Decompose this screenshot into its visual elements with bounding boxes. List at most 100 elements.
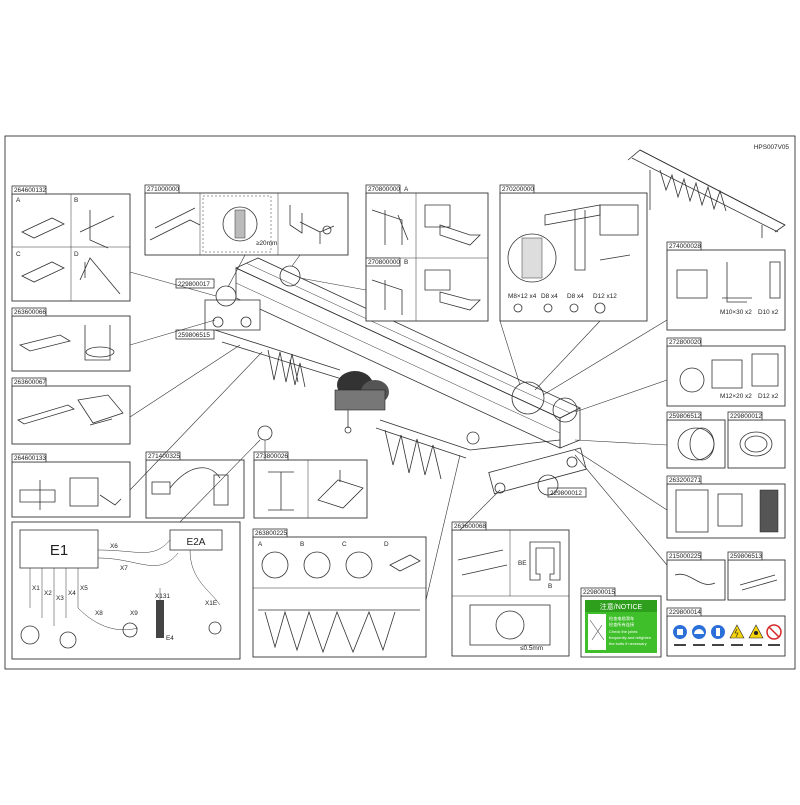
- wire-x5: X5: [80, 585, 88, 592]
- callout-270800000-b: 270800000: [368, 259, 400, 266]
- hw-d8-a: D8 x4: [541, 293, 558, 300]
- label-p1b: B: [300, 541, 304, 548]
- floating-callout-259806515: 259806515: [175, 329, 215, 340]
- panel-215000225: 215000225: [666, 551, 726, 601]
- hw-m8x12: M8×12 x4: [508, 293, 537, 300]
- panel-273800026: 273800026: [253, 451, 368, 519]
- panel-272800020: 272800020 M12×20 x2 D12 x2: [666, 337, 786, 407]
- wire-x3: X3: [56, 595, 64, 602]
- panel-271400325: 271400325: [145, 451, 245, 519]
- dimension-20mm: ≥20mm: [256, 240, 277, 247]
- callout-229800014: 229800014: [669, 609, 701, 616]
- wire-x1e: X1E: [205, 600, 217, 607]
- callout-270800000-b-tag: B: [404, 259, 408, 266]
- panel-259806512: 259806512: [666, 411, 726, 469]
- panel-263600066: 263600066: [11, 307, 131, 372]
- hw-d12: D12 x12: [593, 293, 617, 300]
- hw-d12-b: D12 x2: [758, 393, 779, 400]
- panel-263600068: 263600068 BE B ≤0.5mm: [451, 521, 570, 657]
- wire-x2: X2: [44, 590, 52, 597]
- callout-272800020: 272800020: [669, 339, 701, 346]
- notice-en-1: Check the joints: [609, 629, 637, 634]
- panel-271000000: 271000000 ≥20mm: [144, 184, 349, 256]
- panel-263200271: 263200271: [666, 475, 786, 539]
- callout-264600133: 264600133: [14, 455, 46, 462]
- dimension-05mm: ≤0.5mm: [520, 645, 543, 652]
- label-c: C: [16, 251, 21, 258]
- hw-m12x20: M12×20 x2: [720, 393, 752, 400]
- panel-274000028: 274000028 M10×30 x2 D10 x2: [666, 241, 786, 331]
- callout-259806512: 259806512: [669, 413, 701, 420]
- notice-cn-2: 检查所有连接: [609, 621, 635, 628]
- detail-leaders: [129, 254, 668, 601]
- box-e1-label: E1: [50, 542, 68, 559]
- safety-icons-panel: 229800014: [666, 607, 786, 657]
- wear-helmet-icon: [692, 625, 706, 639]
- svg-text:259806515: 259806515: [178, 332, 210, 339]
- wire-x7: X7: [120, 565, 128, 572]
- callout-263600067: 263600067: [14, 379, 46, 386]
- label-p1a: A: [258, 541, 263, 548]
- callout-270800000-a-tag: A: [404, 186, 409, 193]
- wire-x8: X8: [95, 610, 103, 617]
- wire-x9: X9: [130, 610, 138, 617]
- svg-text:229800017: 229800017: [178, 281, 210, 288]
- svg-text:229800012: 229800012: [550, 490, 582, 497]
- callout-215000225: 215000225: [669, 553, 701, 560]
- callout-229800015: 229800015: [583, 589, 615, 596]
- panel-264600132: 264600132 A B C D: [11, 185, 131, 302]
- notice-en-2: frequently and retighten: [609, 635, 651, 640]
- callout-229800012-a: 229800012: [730, 413, 762, 420]
- wear-gloves-icon: [711, 625, 725, 639]
- crush-hazard-icon: [748, 624, 764, 639]
- label-a: A: [16, 197, 21, 204]
- notice-en-3: the bolts if necessary: [609, 641, 647, 646]
- callout-263600068: 263600068: [454, 523, 486, 530]
- panel-264600133: 264600133: [11, 453, 131, 518]
- main-girder-assembly: [204, 257, 587, 495]
- no-access-icon: [766, 624, 782, 640]
- notice-title: 注意/NOTICE: [600, 602, 643, 611]
- callout-271400325: 271400325: [148, 453, 180, 460]
- doc-code: HPS007V05: [754, 144, 790, 151]
- panel-229800012: 229800012: [727, 411, 786, 469]
- callout-263800225: 263800225: [255, 530, 287, 537]
- callout-263600066: 263600066: [14, 309, 46, 316]
- rail-label-b: B: [548, 583, 552, 590]
- hardware-row: [513, 302, 606, 314]
- electric-hazard-icon: [729, 624, 745, 639]
- notice-cn-1: 检查电缆滑车: [609, 615, 634, 622]
- callout-259806513: 259806513: [730, 553, 762, 560]
- notice-label-panel: 229800015 注意/NOTICE 检查电缆滑车 检查所有连接 Check …: [580, 587, 662, 658]
- callout-264600132: 264600132: [14, 187, 46, 194]
- panel-270800000: 270800000 A 270800000 B: [365, 184, 489, 322]
- wire-x1: X1: [32, 585, 40, 592]
- label-p1c: C: [342, 541, 347, 548]
- hw-d8-b: D8 x4: [567, 293, 584, 300]
- floating-callout-229800017: 229800017: [175, 278, 215, 289]
- label-b: B: [74, 197, 78, 204]
- callout-270800000-a: 270800000: [368, 186, 400, 193]
- panel-270200000: 270200000 M8×12 x4 D8 x4 D8 x4 D12 x12: [499, 184, 648, 322]
- floating-callout-229800012: 229800012: [547, 487, 587, 498]
- callout-273800026: 273800026: [256, 453, 288, 460]
- read-manual-icon: [673, 625, 687, 639]
- panel-263800225: 263800225 A B C D: [252, 528, 427, 658]
- callout-274000028: 274000028: [669, 243, 701, 250]
- wire-x4: X4: [68, 590, 76, 597]
- hw-d10: D10 x2: [758, 309, 779, 316]
- panel-wiring: E1 E2A X131 E4 X1E X1 X2 X3 X4 X5 X6 X7 …: [11, 521, 241, 660]
- wire-x131: X131: [155, 593, 170, 600]
- wire-e4: E4: [166, 635, 174, 642]
- wire-x6: X6: [110, 543, 118, 550]
- hoist-motor: [334, 371, 389, 434]
- panel-259806513: 259806513: [727, 551, 786, 601]
- label-p1d: D: [384, 541, 389, 548]
- box-e2a-label: E2A: [187, 537, 206, 548]
- rail-label-be: BE: [518, 560, 527, 567]
- label-d: D: [74, 251, 79, 258]
- callout-270200000: 270200000: [502, 186, 534, 193]
- callout-271000000: 271000000: [147, 186, 179, 193]
